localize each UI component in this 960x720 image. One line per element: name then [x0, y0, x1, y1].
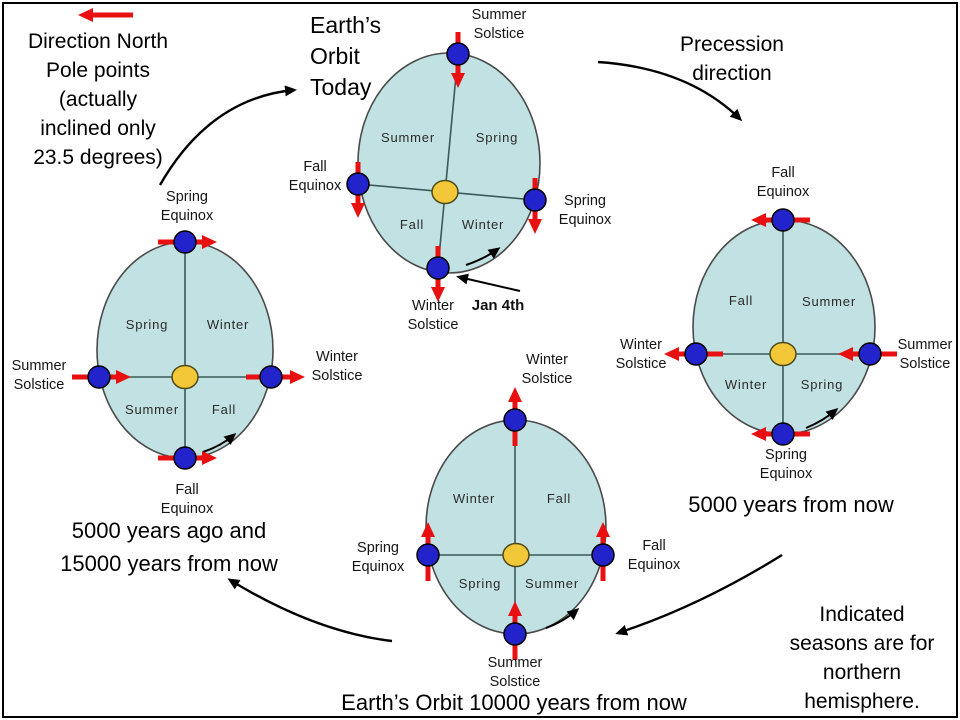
quadrant-label: Fall [211, 402, 237, 417]
orbit-diagram-today [346, 32, 547, 302]
precession-flow-arrow-top-to-right [597, 60, 743, 122]
earth-dot [87, 365, 111, 389]
earth-dot [446, 42, 470, 66]
past5000-caption: 5000 years ago and 15000 years from now [60, 518, 278, 576]
point-label-spring-equinox: Spring Equinox [351, 540, 405, 575]
solstice-axis [437, 53, 459, 269]
quadrant-label: Fall [728, 293, 754, 308]
note-line: 23.5 degrees) [33, 146, 163, 169]
quadrant-label: Fall [546, 491, 572, 506]
point-label-summer-solstice: Summer Solstice [487, 655, 543, 690]
precession-flow-arrow-left-to-top [158, 85, 297, 186]
orbit-direction-arrow [465, 247, 501, 266]
note-line: hemisphere. [804, 690, 920, 713]
north-pole-note: Direction North Pole points (actually in… [28, 27, 168, 172]
orbit-diagram-5000-years-ago [72, 230, 305, 470]
quadrant-label: Fall [399, 217, 425, 232]
earth-dot [591, 543, 615, 567]
orbit-ellipse [425, 419, 607, 635]
quadrant-label: Summer [525, 576, 579, 591]
quadrant-label: Spring [458, 576, 502, 591]
earth-dot [346, 172, 370, 196]
precession-flow-arrow-right-to-bottom [615, 553, 783, 636]
point-label-spring-equinox: Spring Equinox [558, 193, 612, 228]
orbit-ellipse [692, 219, 876, 435]
point-label-winter-solstice: Winter Solstice [521, 352, 573, 387]
quadrant-label: Spring [800, 377, 844, 392]
sun [171, 364, 199, 390]
point-label-summer-solstice: Summer Solstice [471, 7, 527, 42]
orbit-direction-arrow [805, 408, 839, 429]
quadrant-label: Winter [452, 491, 496, 506]
earth-dot [173, 446, 197, 470]
precession-direction-note: Precession direction [680, 30, 784, 88]
note-line: Direction North [27, 30, 169, 53]
point-label-fall-equinox: Fall Equinox [288, 159, 342, 194]
precession-flow-arrow-bottom-to-left [227, 578, 393, 643]
quadrant-label: Summer [381, 130, 435, 145]
earth-dot [503, 622, 527, 646]
quadrant-label: Summer [802, 294, 856, 309]
quadrant-label: Winter [206, 317, 250, 332]
point-label-fall-equinox: Fall Equinox [160, 482, 214, 517]
quadrant-label: Winter [724, 377, 768, 392]
point-label-spring-equinox: Spring Equinox [160, 189, 214, 224]
earth-dot [426, 256, 450, 280]
point-label-fall-equinox: Fall Equinox [627, 538, 681, 573]
point-label-spring-equinox: Spring Equinox [759, 447, 813, 482]
quadrant-label: Spring [125, 317, 169, 332]
orbit-direction-arrow [545, 608, 580, 629]
quadrant-label: Spring [475, 130, 519, 145]
earth-dot [416, 543, 440, 567]
orbit-diagram-10000-years-from-now [416, 387, 615, 660]
sun [769, 341, 797, 367]
perihelion-date-label: Jan 4th [471, 297, 525, 314]
hemisphere-note: Indicated seasons are for northern hemis… [790, 600, 935, 716]
note-line: northern [822, 661, 902, 684]
point-label-summer-solstice: Summer Solstice [11, 358, 67, 393]
note-line: Indicated [819, 603, 905, 626]
future5000-caption: 5000 years from now [688, 492, 894, 517]
orbit-ellipse [357, 52, 541, 274]
point-label-winter-solstice: Winter Solstice [311, 349, 363, 384]
point-label-winter-solstice: Winter Solstice [615, 337, 667, 372]
quadrant-label: Summer [125, 402, 179, 417]
earth-dot [523, 188, 547, 212]
point-label-fall-equinox: Fall Equinox [756, 165, 810, 200]
quadrant-label: Winter [461, 217, 505, 232]
orbit-direction-arrow [202, 433, 237, 453]
earth-dot [173, 230, 197, 254]
jan4-pointer-arrow [456, 273, 521, 292]
title-line: Earth’s [310, 12, 382, 38]
note-line: Precession [680, 33, 784, 56]
sun [502, 542, 530, 568]
sun [431, 179, 459, 205]
earth-dot [771, 422, 795, 446]
title-line: Orbit [310, 43, 360, 69]
earth-dot [503, 408, 527, 432]
point-label-winter-solstice: Winter Solstice [407, 298, 459, 333]
earth-dot [771, 208, 795, 232]
earth-dot [259, 365, 283, 389]
note-line: (actually [58, 88, 138, 111]
note-line: inclined only [40, 117, 156, 140]
earth-dot [858, 342, 882, 366]
note-line: direction [692, 62, 772, 85]
earth-dot [684, 342, 708, 366]
note-line: seasons are for [789, 632, 935, 655]
title-line: Today [310, 74, 372, 100]
orbit-diagram-5000-years-from-now [664, 208, 897, 446]
point-label-summer-solstice: Summer Solstice [897, 337, 953, 372]
future10000-caption: Earth’s Orbit 10000 years from now [341, 690, 687, 715]
today-title: Earth’s Orbit Today [310, 10, 381, 103]
note-line: Pole points [46, 59, 150, 82]
